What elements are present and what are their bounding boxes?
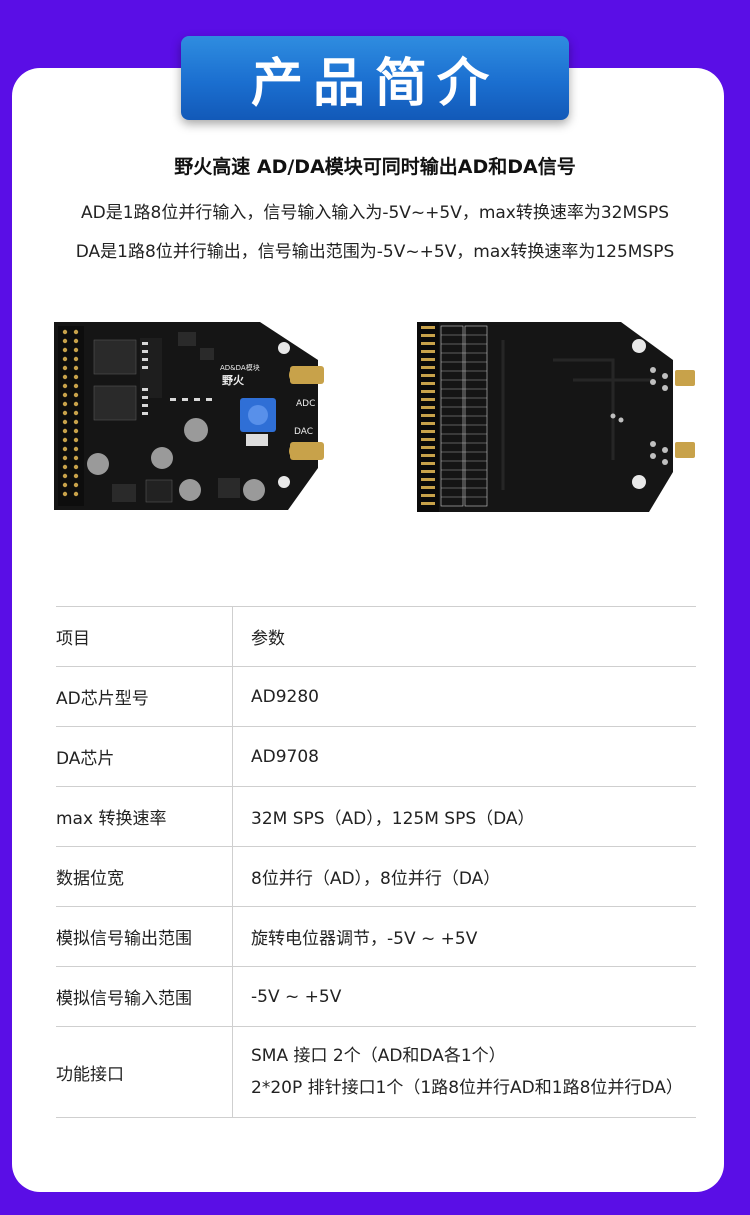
table-row: 数据位宽 8位并行（AD），8位并行（DA） — [56, 846, 696, 907]
spec-key: 功能接口 — [56, 1026, 233, 1118]
intro-headline: 野火高速 AD/DA模块可同时输出AD和DA信号 — [174, 156, 576, 178]
board-front-image: AD&DA模块 野火 ADC DAC — [54, 322, 324, 510]
silk-model-label: AD&DA模块 — [220, 363, 260, 372]
spec-key: AD芯片型号 — [56, 666, 233, 727]
electrolytic-capacitors — [87, 418, 265, 501]
page-title: 产品简介 — [181, 36, 569, 120]
interface-sma-line: SMA 接口 2个（AD和DA各1个） — [251, 1046, 506, 1066]
table-row: max 转换速率 32M SPS（AD），125M SPS（DA） — [56, 786, 696, 847]
table-row: AD芯片型号 AD9280 — [56, 666, 696, 727]
spec-value: -5V ~ +5V — [232, 966, 696, 1027]
spec-key: DA芯片 — [56, 726, 233, 787]
spec-value: 8位并行（AD），8位并行（DA） — [232, 846, 696, 907]
intro-ad-description: AD是1路8位并行输入，信号输入输入为-5V~+5V，max转换速率为32MSP… — [80, 203, 670, 223]
spec-key: max 转换速率 — [56, 786, 233, 847]
spec-value: 旋转电位器调节，-5V ~ +5V — [232, 906, 696, 967]
table-row: 功能接口 SMA 接口 2个（AD和DA各1个） 2*20P 排针接口1个（1路… — [56, 1026, 696, 1118]
silk-brand-label: 野火 — [222, 374, 245, 387]
spec-value: SMA 接口 2个（AD和DA各1个） 2*20P 排针接口1个（1路8位并行A… — [232, 1026, 696, 1118]
spec-value: AD9708 — [232, 726, 696, 787]
spec-value: 32M SPS（AD），125M SPS（DA） — [232, 786, 696, 847]
table-row: 模拟信号输入范围 -5V ~ +5V — [56, 966, 696, 1027]
pin-header-left — [58, 326, 84, 506]
sma-connector-back-bottom — [675, 442, 695, 458]
spec-table: 项目 参数 AD芯片型号 AD9280 DA芯片 AD9708 max 转换速率… — [56, 606, 696, 1118]
adc-label: ADC — [296, 399, 315, 409]
sma-connector-adc — [289, 366, 324, 384]
interface-header-line: 2*20P 排针接口1个（1路8位并行AD和1路8位并行DA） — [251, 1078, 683, 1098]
spec-key: 模拟信号输出范围 — [56, 906, 233, 967]
spec-header-item: 项目 — [56, 606, 233, 667]
table-row: 模拟信号输出范围 旋转电位器调节，-5V ~ +5V — [56, 906, 696, 967]
spec-key: 模拟信号输入范围 — [56, 966, 233, 1027]
spec-key: 数据位宽 — [56, 846, 233, 907]
spec-value: AD9280 — [232, 666, 696, 727]
intro-da-description: DA是1路8位并行输出，信号输出范围为-5V~+5V，max转换速率为125MS… — [75, 242, 675, 262]
sma-connector-back-top — [675, 370, 695, 386]
sma-connector-dac — [289, 442, 324, 460]
spec-header-param: 参数 — [232, 606, 696, 667]
board-back-image — [417, 322, 695, 512]
table-row: DA芯片 AD9708 — [56, 726, 696, 787]
dac-label: DAC — [294, 427, 313, 437]
spec-table-header: 项目 参数 — [56, 606, 696, 667]
